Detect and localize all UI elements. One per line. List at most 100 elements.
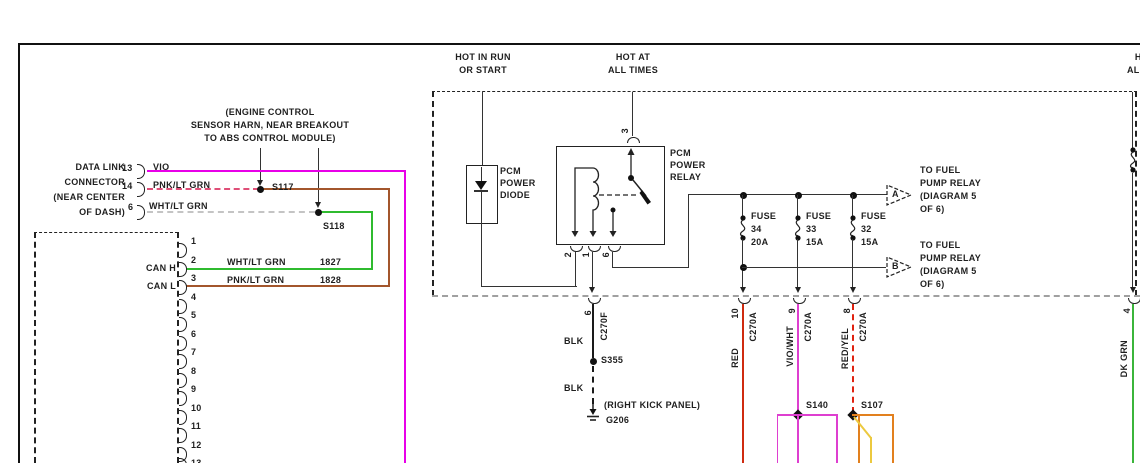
relay-pin6-line-h1 <box>612 267 689 269</box>
ground-location-note: (RIGHT KICK PANEL) <box>604 400 701 410</box>
wire-whtltgrn-dashed <box>147 211 315 213</box>
wire-viowht-label: VIO/WHT <box>785 326 795 367</box>
crossing-connector-icon <box>792 298 806 304</box>
module-pin-connector-icon <box>179 298 187 314</box>
fuse34-arrow-icon <box>739 287 746 293</box>
fuse33-name: FUSE <box>806 211 832 221</box>
module-pin-11: 11 <box>191 421 202 431</box>
relay-pin3-label: 3 <box>620 128 630 134</box>
hot-all-times-line2: ALL TIMES <box>607 65 659 75</box>
relay-pin1-line <box>592 252 594 289</box>
s140-branch-right <box>836 414 838 463</box>
fuse33-lead-bottom <box>797 239 799 289</box>
fuse32-arrow-icon <box>849 287 856 293</box>
drop-blk-connector: C270F <box>599 312 609 341</box>
wire-1827-h2 <box>186 268 373 270</box>
relay-pin3-connector-icon <box>626 137 640 143</box>
fuse32-name: FUSE <box>861 211 887 221</box>
right-fuse-icon <box>1129 147 1136 173</box>
wire-red-label: RED <box>730 348 740 368</box>
module-pin-3: 3 <box>191 273 197 283</box>
relay-pin6-label: 6 <box>601 252 611 258</box>
dest-a-line1: TO FUEL <box>920 165 961 175</box>
fuse34-amps: 20A <box>751 237 769 247</box>
fuse32-lead-top <box>852 195 854 217</box>
crossing-connector-icon <box>737 298 751 304</box>
fuse32-icon <box>849 215 856 241</box>
relay-pin2-connector-icon <box>569 246 583 252</box>
pcm-relay-label3: RELAY <box>670 172 702 182</box>
module-pin-connector-icon <box>179 391 187 406</box>
splice-s117-icon <box>256 185 264 193</box>
fuse33-lead-top <box>797 195 799 217</box>
splice-s118-icon <box>314 208 322 216</box>
wire-1828-v <box>388 188 390 287</box>
dlc-pin-6: 6 <box>128 202 134 212</box>
crossing-connector-icon <box>587 298 601 304</box>
s140-branch-left <box>777 414 779 463</box>
fuse34-number: 34 <box>751 224 762 234</box>
wire-1827-h1 <box>317 211 373 213</box>
fuse34-name: FUSE <box>751 211 777 221</box>
dest-a-line3: (DIAGRAM 5 <box>920 191 977 201</box>
component-box-left <box>432 91 434 296</box>
component-box-bottom <box>432 295 1140 297</box>
relay-pin2-lead <box>574 252 576 287</box>
module-pin-connector-icon <box>179 243 187 258</box>
circuit-1828-number: 1828 <box>320 275 342 285</box>
splice-s118-label: S118 <box>323 221 345 231</box>
harness-note-line3: TO ABS CONTROL MODULE) <box>204 133 336 143</box>
ground-g206-label: G206 <box>606 415 630 425</box>
wire-redyel-label: RED/YEL <box>840 328 850 370</box>
frame-left <box>18 43 20 463</box>
wire-blk-label1: BLK <box>564 336 584 346</box>
relay-pin1-arrow-icon <box>589 287 595 293</box>
fuse-bus-line <box>687 194 887 196</box>
feed-hot-line <box>631 92 633 136</box>
module-box-top <box>34 232 178 233</box>
drop-viowht-connector: C270A <box>803 312 813 342</box>
dest-a-line4: OF 6) <box>920 204 945 214</box>
dlc-pin-14-connector-icon <box>137 182 145 197</box>
relay-internals-icon <box>571 148 651 237</box>
dest-b-letter: B <box>892 261 899 271</box>
module-pin-connector-icon <box>179 372 187 388</box>
dlc-label-line1: DATA LINK <box>75 162 125 172</box>
relay-pin6-line-v2 <box>687 195 689 268</box>
dlc-pin-13-connector-icon <box>137 164 145 179</box>
wire-label-whtltgrn: WHT/LT GRN <box>149 201 208 211</box>
module-pin-6: 6 <box>191 328 197 339</box>
diode-out-h <box>480 286 577 288</box>
hot-all-times-right-line1: HOT AT <box>1134 52 1140 62</box>
hot-all-times-line1: HOT AT <box>615 52 651 62</box>
harness-note-line2: SENSOR HARN, NEAR BREAKOUT <box>190 120 350 130</box>
note-arrow-line-s117 <box>259 148 261 181</box>
module-pin-4: 4 <box>191 291 197 302</box>
pcm-diode-box <box>466 165 498 224</box>
module-pin-9: 9 <box>191 384 197 394</box>
note-arrow-s118-icon <box>314 202 321 208</box>
dlc-pin-14: 14 <box>122 181 133 191</box>
drop-redyel-pin: 8 <box>842 308 852 314</box>
pcm-diode-label3: DIODE <box>500 190 531 200</box>
fuse33-arrow-icon <box>794 287 801 293</box>
note-arrow-line-s118 <box>317 148 319 203</box>
wire-vio-horizontal <box>147 170 406 172</box>
fuse32-number: 32 <box>861 224 872 234</box>
module-pin-7: 7 <box>191 347 197 357</box>
can-h-label: CAN H <box>146 263 176 273</box>
wire-1827-v <box>371 211 373 270</box>
module-pin-5: 5 <box>191 310 197 320</box>
s107-branch-h <box>852 414 894 416</box>
dest-a-letter: A <box>892 189 899 199</box>
s107-branch-yellow <box>869 437 872 463</box>
fuse34-icon <box>739 215 746 241</box>
splice-s355-icon <box>589 357 597 365</box>
s107-branch-right <box>892 414 894 463</box>
right-feed-line-bottom <box>1132 173 1134 289</box>
relay-pin1-label: 1 <box>581 252 591 258</box>
module-pin-connector-icon <box>179 354 187 369</box>
right-feed-arrow-icon <box>1129 287 1136 293</box>
fuse33-icon <box>794 215 801 241</box>
wire-pnkltgrn-dashed <box>147 188 259 190</box>
